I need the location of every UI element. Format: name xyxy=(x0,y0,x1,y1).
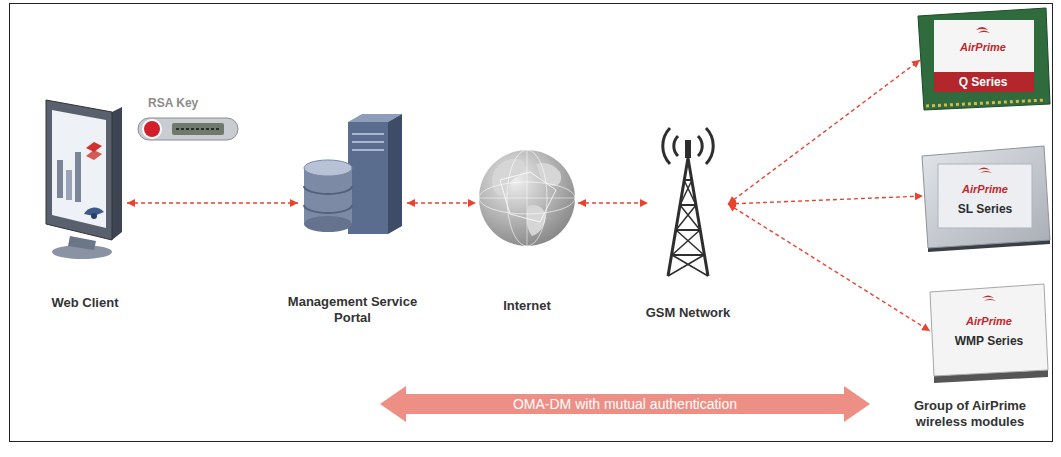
label-anchor: RSA Key xyxy=(148,96,228,111)
tower-icon xyxy=(668,180,708,276)
module-chip: AirPrimeWMP Series xyxy=(932,284,1046,378)
server-icon xyxy=(348,122,388,234)
monitor-icon xyxy=(52,110,106,228)
q-series-module xyxy=(926,100,1046,106)
server-icon xyxy=(352,134,384,150)
node-label: Internet xyxy=(472,298,582,314)
monitor-icon xyxy=(75,152,81,202)
sl-series-module xyxy=(922,146,1050,252)
node-label: Management Service Portal xyxy=(278,294,428,326)
globe-node: Internet xyxy=(478,150,576,248)
wmp-series-module xyxy=(930,284,1048,376)
server-icon xyxy=(304,160,352,176)
tower-node: GSM Network xyxy=(650,130,726,278)
tower-icon xyxy=(674,136,678,156)
server-icon xyxy=(388,114,402,234)
globe-icon xyxy=(500,172,556,222)
protocol-banner: OMA-DM with mutual authentication xyxy=(380,386,870,422)
server-icon xyxy=(304,216,352,232)
device-label: RSA Key xyxy=(148,96,228,111)
sl-series-module xyxy=(938,164,1032,228)
sl-series-module xyxy=(978,168,992,174)
brand-name: AirPrime xyxy=(962,182,1008,196)
dashed-connector xyxy=(407,202,476,203)
group-label: Group of AirPrime wireless modules xyxy=(900,398,1040,430)
rsa-token-icon xyxy=(143,120,161,138)
rsa-token-icon xyxy=(172,123,224,135)
globe-icon xyxy=(479,150,575,246)
monitor-icon xyxy=(86,150,102,160)
tower-icon xyxy=(663,128,713,276)
monitor-icon xyxy=(46,100,112,240)
q-series-module xyxy=(918,8,1050,110)
node-label: Web Client xyxy=(25,295,145,311)
frame xyxy=(10,4,1053,442)
double-arrow-shape xyxy=(380,386,870,422)
q-series-module xyxy=(934,20,1034,72)
monitor-icon xyxy=(66,170,72,200)
q-series-module xyxy=(934,72,1034,92)
series-name: WMP Series xyxy=(955,334,1023,348)
monitor-icon xyxy=(112,107,122,240)
tower-icon xyxy=(685,140,691,158)
rsa-token-icon xyxy=(176,128,220,130)
label-anchor: Group of AirPrime wireless modules xyxy=(900,398,1040,430)
wmp-series-module xyxy=(982,296,996,302)
q-series-module xyxy=(918,8,1050,110)
brand-name: AirPrime xyxy=(966,314,1012,328)
monitor-icon xyxy=(91,213,97,219)
module-chip: AirPrime Q Series xyxy=(922,12,1044,108)
monitor-icon xyxy=(68,236,96,250)
server-node: Management Service Portal xyxy=(300,112,405,240)
rsa-token-icon xyxy=(138,118,238,140)
tower-icon xyxy=(698,136,702,156)
dashed-connector xyxy=(728,196,923,204)
dashed-connector xyxy=(728,204,930,331)
server-icon xyxy=(304,114,402,234)
dashed-connector xyxy=(127,202,298,203)
server-icon xyxy=(304,186,352,194)
globe-icon xyxy=(479,150,575,246)
banner-text: OMA-DM with mutual authentication xyxy=(513,396,737,412)
monitor-icon xyxy=(46,100,122,259)
server-icon xyxy=(304,205,352,213)
module-chip: AirPrime SL Series xyxy=(925,148,1045,244)
tower-icon xyxy=(706,128,713,164)
dashed-connector xyxy=(578,202,648,203)
monitor-icon xyxy=(57,160,63,198)
tower-icon xyxy=(672,180,704,255)
tower-icon xyxy=(663,128,670,164)
web-client-icon: Web Client xyxy=(45,95,125,245)
tower-icon xyxy=(668,158,708,276)
rsa-token-icon xyxy=(138,118,238,140)
wmp-series-module xyxy=(930,284,1048,383)
series-name: SL Series xyxy=(958,202,1012,216)
series-name: Q Series xyxy=(959,75,1008,89)
q-series-module xyxy=(976,27,990,33)
sl-series-module xyxy=(922,146,1050,248)
brand-name: AirPrime xyxy=(960,40,1006,54)
globe-icon xyxy=(479,150,575,246)
node-label: GSM Network xyxy=(628,305,748,321)
dashed-connector xyxy=(728,60,920,204)
